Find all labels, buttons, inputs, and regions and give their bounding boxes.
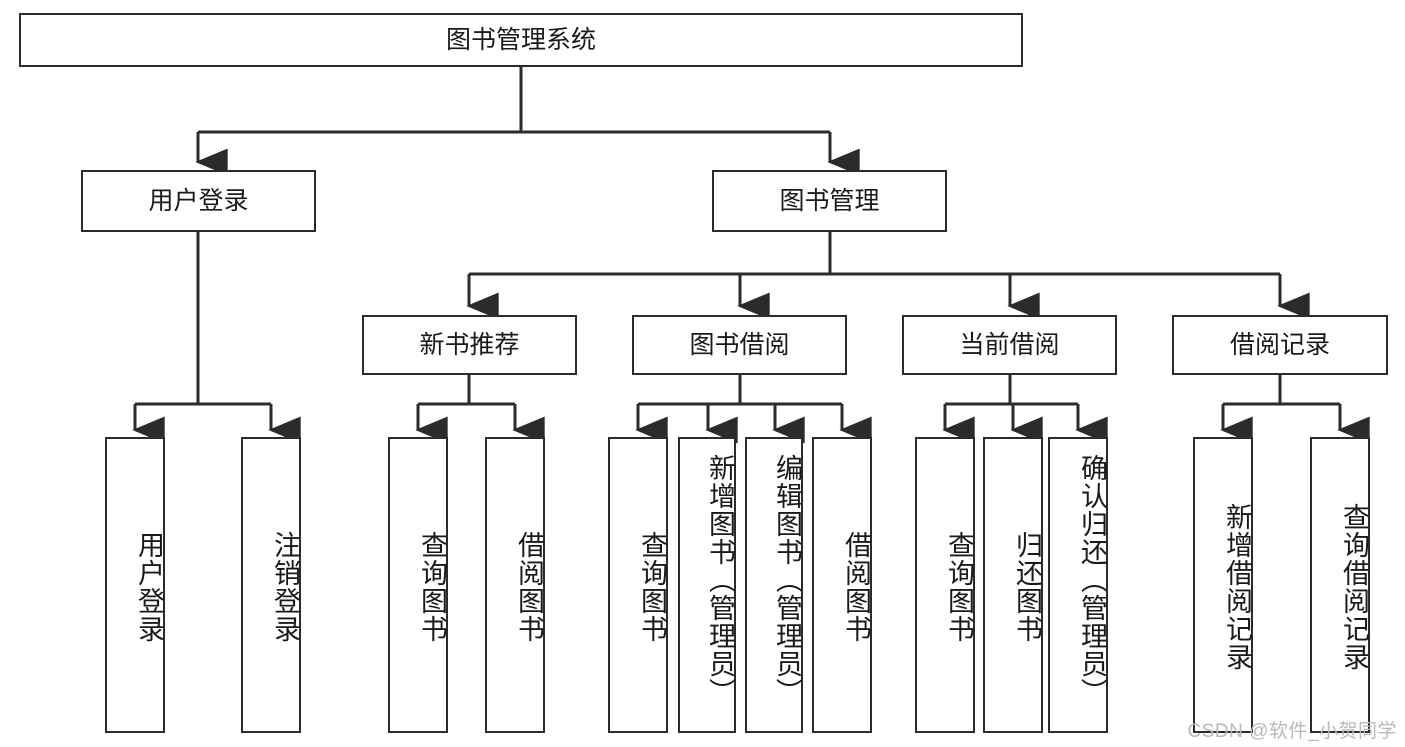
leaf-user-login-login[interactable]: 用户登录: [105, 437, 165, 733]
node-label: 编辑图书（管理员）: [772, 454, 802, 706]
leaf-current-return-book[interactable]: 归还图书: [983, 437, 1043, 733]
leaf-record-add-record[interactable]: 新增借阅记录: [1193, 437, 1253, 733]
node-root-system[interactable]: 图书管理系统: [19, 13, 1023, 67]
node-label: 当前借阅: [959, 330, 1060, 359]
watermark: CSDN @软件_小贺同学: [1187, 721, 1397, 742]
node-book-management[interactable]: 图书管理: [712, 170, 947, 232]
node-label: 注销登录: [270, 531, 300, 643]
node-new-book-recommend[interactable]: 新书推荐: [362, 315, 577, 375]
node-label: 借阅记录: [1229, 330, 1330, 359]
node-label: 借阅图书: [841, 531, 871, 643]
node-current-borrow[interactable]: 当前借阅: [902, 315, 1117, 375]
node-label: 归还图书: [1012, 531, 1042, 643]
node-user-login[interactable]: 用户登录: [81, 170, 316, 232]
node-label: 用户登录: [148, 186, 249, 215]
node-label: 图书借阅: [689, 330, 790, 359]
node-label: 新书推荐: [419, 330, 520, 359]
node-borrow-record[interactable]: 借阅记录: [1172, 315, 1388, 375]
leaf-borrow-query-book[interactable]: 查询图书: [608, 437, 668, 733]
leaf-current-query-book[interactable]: 查询图书: [915, 437, 975, 733]
node-label: 新增图书（管理员）: [705, 454, 735, 706]
node-label: 图书管理: [779, 186, 880, 215]
leaf-borrow-edit-book-admin[interactable]: 编辑图书（管理员）: [745, 437, 803, 733]
node-label: 新增借阅记录: [1222, 503, 1252, 671]
leaf-recommend-borrow-book[interactable]: 借阅图书: [485, 437, 545, 733]
node-label: 查询图书: [637, 531, 667, 643]
leaf-borrow-add-book-admin[interactable]: 新增图书（管理员）: [678, 437, 736, 733]
leaf-current-confirm-return-admin[interactable]: 确认归还（管理员）: [1048, 437, 1108, 733]
node-label: 确认归还（管理员）: [1077, 454, 1107, 706]
leaf-borrow-borrow-book[interactable]: 借阅图书: [812, 437, 872, 733]
node-label: 查询图书: [417, 531, 447, 643]
leaf-record-query-record[interactable]: 查询借阅记录: [1310, 437, 1370, 733]
node-label: 查询借阅记录: [1339, 503, 1369, 671]
leaf-recommend-query-book[interactable]: 查询图书: [388, 437, 448, 733]
node-label: 图书管理系统: [445, 25, 596, 54]
node-book-borrow[interactable]: 图书借阅: [632, 315, 847, 375]
node-label: 借阅图书: [514, 531, 544, 643]
leaf-user-login-logout[interactable]: 注销登录: [241, 437, 301, 733]
node-label: 用户登录: [134, 531, 164, 643]
node-label: 查询图书: [944, 531, 974, 643]
